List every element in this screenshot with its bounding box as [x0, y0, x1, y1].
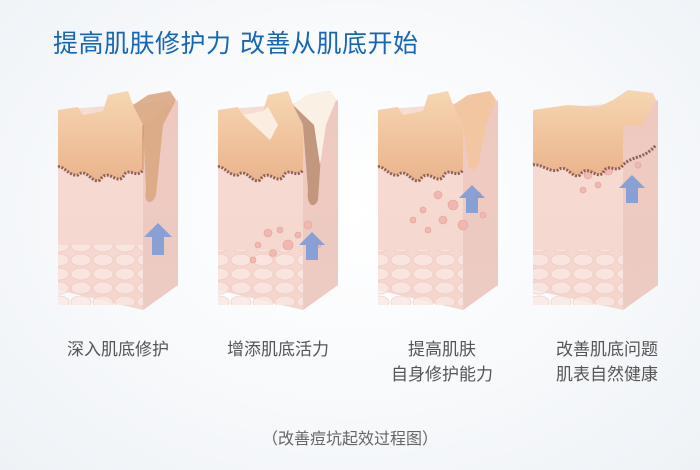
page-title: 提高肌肤修护力 改善从肌底开始 [53, 29, 419, 58]
caption-line: 肌表自然健康 [556, 365, 658, 385]
caption-line: 增添肌底活力 [227, 340, 329, 360]
figure-footnote: （改善痘坑起效过程图） [261, 429, 438, 448]
skin-diagram-stage-3 [368, 85, 508, 310]
caption-stage-3: 提高肌肤 自身修护能力 [362, 338, 522, 388]
up-arrow-icon [619, 175, 645, 203]
up-arrow-icon [459, 185, 485, 213]
skin-diagram-stage-4 [528, 85, 668, 310]
up-arrow-icon [299, 232, 325, 260]
caption-stage-1: 深入肌底修护 [38, 338, 198, 363]
caption-line: 改善肌底问题 [556, 340, 658, 360]
caption-line: 深入肌底修护 [67, 340, 169, 360]
caption-stage-2: 增添肌底活力 [198, 338, 358, 363]
skin-diagram-stage-2 [208, 85, 348, 310]
caption-stage-4: 改善肌底问题 肌表自然健康 [527, 338, 687, 388]
caption-line: 自身修护能力 [391, 365, 493, 385]
skin-diagram-stage-1 [48, 85, 188, 310]
up-arrow-icon [144, 223, 172, 255]
caption-line: 提高肌肤 [408, 340, 476, 360]
